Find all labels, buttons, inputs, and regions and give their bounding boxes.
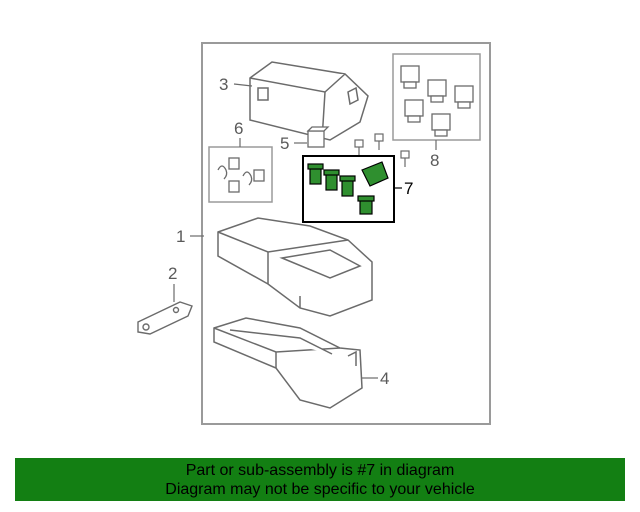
part-5-connector[interactable] [306, 126, 330, 148]
callout-3-leader [233, 83, 253, 87]
callout-1: 1 [176, 227, 185, 246]
part-2-bracket[interactable] [137, 301, 193, 335]
part-7-fuses[interactable] [307, 161, 389, 215]
banner-line-2: Diagram may not be specific to your vehi… [165, 481, 475, 498]
part-4-lower-tray[interactable] [213, 317, 363, 409]
callout-7: 7 [404, 179, 413, 198]
callout-3: 3 [219, 75, 228, 94]
part-6-clips[interactable] [217, 157, 265, 193]
callout-6: 6 [234, 119, 243, 138]
assembly-frame [201, 42, 491, 425]
callout-2: 2 [168, 264, 177, 283]
callout-8: 8 [430, 151, 439, 170]
part-8-relays[interactable] [400, 65, 474, 137]
part-7-frame [302, 155, 395, 223]
callout-5: 5 [280, 134, 289, 153]
banner-line-1: Part or sub-assembly is #7 in diagram [185, 462, 455, 479]
info-banner: Part or sub-assembly is #7 in diagram Di… [15, 458, 625, 501]
part-1-fuse-box[interactable] [217, 217, 373, 317]
bolts [354, 133, 410, 167]
parts-diagram: 3 8 5 6 7 [137, 42, 491, 425]
callout-4: 4 [380, 369, 389, 388]
part-3-cover[interactable] [249, 61, 369, 141]
